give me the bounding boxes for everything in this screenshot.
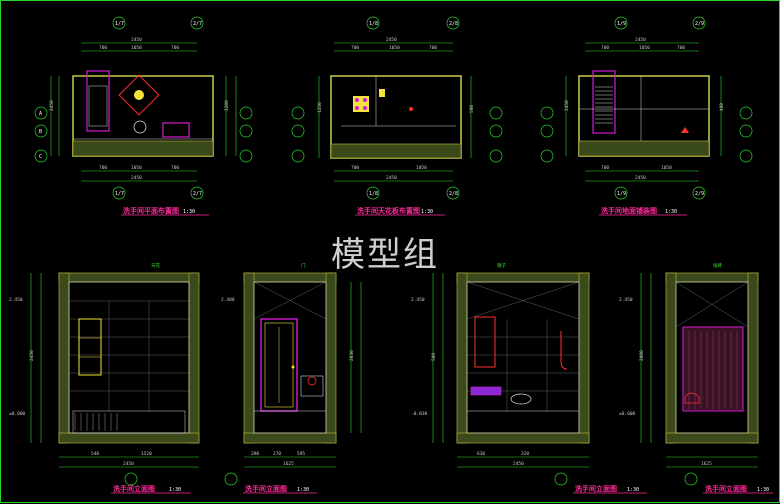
- elevation-view-3: 630 320 2450 500 2.450 -0.030 洗手间立面图 1:3…: [411, 262, 647, 494]
- plan-floor-view: 2450 700 1050 700 700 1050 2450 2450 480…: [564, 37, 725, 216]
- elevation-view-2: 390 270 595 1625 2030 2.400 洗手间立面图 1:30 …: [221, 262, 362, 494]
- scale-plan-ceiling: 1:30: [421, 209, 433, 215]
- level-mark: 2.400: [221, 297, 235, 303]
- scale-plan-floor: 1:30: [665, 209, 677, 215]
- scale-elevation-3: 1:30: [627, 487, 639, 493]
- axis-bubble: 2/8: [449, 191, 458, 197]
- level-mark: ±0.000: [619, 411, 636, 417]
- dim-width: 1625: [283, 461, 294, 467]
- dim-side-1: 1250: [317, 102, 323, 113]
- dim-side-2: 1200: [224, 100, 230, 111]
- note-label: 天花: [151, 262, 160, 269]
- level-mark: 2.450: [9, 297, 23, 303]
- axis-bubble: 1/8: [369, 21, 378, 27]
- note-label: 门: [301, 262, 306, 269]
- dim-width: 2450: [513, 461, 524, 467]
- dim-side-1: 2450: [49, 100, 55, 111]
- dim-side-1: 2450: [564, 100, 570, 111]
- dim-height: 500: [431, 353, 437, 361]
- note-label: 墙砖: [713, 262, 722, 269]
- dim-seg: 390: [251, 451, 259, 457]
- dim-outer-top: 2450: [635, 37, 646, 43]
- dim-seg: 595: [297, 451, 305, 457]
- dim-seg-1: 700: [351, 45, 359, 51]
- dim-width: 2450: [123, 461, 134, 467]
- axis-bubble-side: A: [39, 111, 42, 117]
- axis-bubble: 2/7: [193, 21, 202, 27]
- axis-bubble-side: B: [39, 129, 42, 135]
- axis-bubble: 2/7: [193, 191, 202, 197]
- elevation-view-4: 1625 2000 2.450 ±0.000 洗手间立面图 1:30 墙砖: [619, 262, 773, 494]
- dim-seg-2: 1050: [131, 45, 142, 51]
- caption-plan-layout: 洗手间平面布置图: [123, 206, 179, 215]
- dim-outer-bottom: 2450: [386, 175, 397, 181]
- dim-seg-1: 700: [601, 45, 609, 51]
- dim-seg-b1: 700: [99, 165, 107, 171]
- dim-seg-1: 700: [99, 45, 107, 51]
- scale-elevation-2: 1:30: [297, 487, 309, 493]
- dim-seg-b3: 700: [171, 165, 179, 171]
- dim-seg-b2: 1050: [661, 165, 672, 171]
- note-label: 镜子: [497, 262, 506, 269]
- dim-height: 2000: [639, 350, 645, 361]
- dim-side-2: 480: [719, 103, 725, 111]
- axis-bubble: 2/8: [449, 21, 458, 27]
- elevation-view-1: 2450 2.450 ±0.000 540 1520 2450 洗手间立面图 1…: [9, 262, 200, 494]
- dim-height: 2450: [29, 350, 35, 361]
- dim-seg-3: 700: [171, 45, 179, 51]
- caption-plan-ceiling: 洗手间天花板布置图: [357, 206, 420, 215]
- scale-elevation-4: 1:30: [757, 487, 769, 493]
- dim-width: 1625: [701, 461, 712, 467]
- axis-bubble: 1/8: [369, 191, 378, 197]
- dim-side-2: 580: [469, 105, 475, 113]
- dim-seg: 1520: [141, 451, 152, 457]
- dim-seg-3: 700: [677, 45, 685, 51]
- axis-bubble-side: C: [39, 154, 42, 160]
- plan-ceiling-view: 2450 700 1050 700 700 1050 2450 1250 580…: [317, 37, 475, 216]
- level-mark: 2.450: [619, 297, 633, 303]
- dim-seg-b2: 1050: [416, 165, 427, 171]
- dim-seg-b1: 700: [601, 165, 609, 171]
- dim-seg: 630: [477, 451, 485, 457]
- level-mark: ±0.000: [9, 411, 26, 417]
- level-mark: 2.450: [411, 297, 425, 303]
- dim-seg-2: 1050: [639, 45, 650, 51]
- axis-bubble: 1/7: [115, 191, 124, 197]
- dim-seg-b2: 1050: [131, 165, 142, 171]
- dim-height: 2030: [349, 350, 355, 361]
- axis-bubbles-top: 1/7 2/7 1/7 2/7 1/8 2/8 1/8 2/8 1/9 2/9 …: [34, 16, 753, 200]
- axis-bubble: 2/9: [695, 191, 704, 197]
- dim-seg-2: 1050: [389, 45, 400, 51]
- level-mark: -0.030: [411, 411, 428, 417]
- dim-seg-3: 700: [429, 45, 437, 51]
- scale-plan-layout: 1:30: [183, 209, 195, 215]
- caption-elevation-4: 洗手间立面图: [705, 484, 747, 493]
- dim-outer-bottom: 2450: [131, 175, 142, 181]
- caption-elevation-1: 洗手间立面图: [113, 484, 155, 493]
- axis-bubble: 1/9: [617, 21, 626, 27]
- caption-elevation-2: 洗手间立面图: [245, 484, 287, 493]
- watermark-text: 模型组: [331, 235, 439, 275]
- scale-elevation-1: 1:30: [169, 487, 181, 493]
- caption-plan-floor: 洗手间地面铺装图: [601, 206, 657, 215]
- axis-bubble: 1/9: [617, 191, 626, 197]
- dim-seg: 270: [273, 451, 281, 457]
- dim-outer-top: 2450: [386, 37, 397, 43]
- dim-outer-bottom: 2450: [635, 175, 646, 181]
- dim-seg: 320: [521, 451, 529, 457]
- caption-elevation-3: 洗手间立面图: [575, 484, 617, 493]
- dim-seg: 540: [91, 451, 99, 457]
- axis-bubble: 1/7: [115, 21, 124, 27]
- dim-seg-b1: 700: [351, 165, 359, 171]
- plan-layout-view: 2450 700 1050 700 700 1050 700 2450 2450…: [49, 37, 237, 216]
- dim-outer-top: 2450: [131, 37, 142, 43]
- axis-bubble: 2/9: [695, 21, 704, 27]
